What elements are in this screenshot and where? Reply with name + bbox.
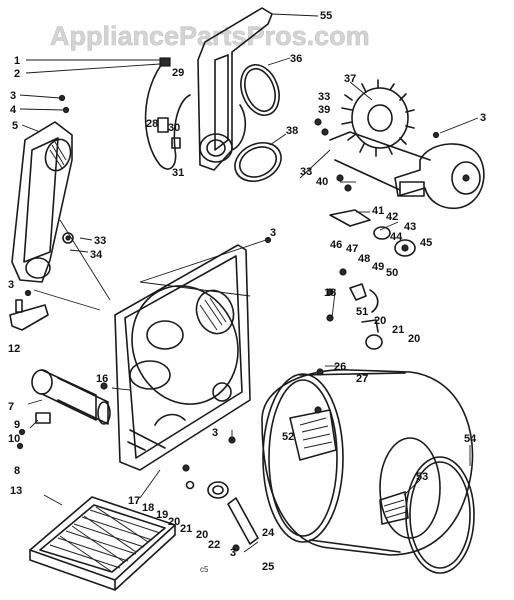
callout-42: 42 [386, 211, 398, 223]
callout-3-e: 3 [212, 427, 218, 439]
callout-28: 28 [146, 118, 158, 130]
callout-47: 47 [346, 243, 358, 255]
callout-19: 19 [156, 509, 168, 521]
thermostat-9 [16, 412, 51, 450]
callout-18-b: 18 [142, 502, 154, 514]
callout-33-b: 33 [300, 166, 312, 178]
bracket-12 [9, 299, 49, 331]
callout-3-f: 3 [230, 547, 236, 559]
duct-seal-ring-38 [234, 141, 282, 183]
lint-filter-housing [11, 121, 73, 283]
drum-support-rollers [182, 436, 259, 545]
callout-31: 31 [172, 167, 184, 179]
callout-40: 40 [316, 176, 328, 188]
callout-21: 21 [392, 324, 404, 336]
drive-motor [394, 143, 485, 210]
callout-3-d: 3 [8, 279, 14, 291]
blower-seal-ring [240, 64, 280, 116]
rear-bulkhead [114, 244, 251, 471]
leader-lines [19, 13, 479, 553]
callout-9: 9 [14, 419, 20, 431]
callout-27: 27 [356, 373, 368, 385]
callout-38: 38 [286, 125, 298, 137]
callout-46: 46 [330, 239, 342, 251]
callout-54: 54 [464, 433, 477, 445]
toe-panel-grille [29, 496, 176, 591]
callout-45: 45 [420, 237, 432, 249]
power-cord-wire [144, 57, 191, 170]
callout-26: 26 [334, 361, 346, 373]
callout-49: 49 [372, 261, 384, 273]
callout-labels: 1 2 3 4 5 55 36 29 28 30 31 37 33 39 38 … [8, 10, 486, 574]
callout-33-c: 33 [94, 235, 106, 247]
callout-8: 8 [14, 465, 20, 477]
callout-21-b: 21 [180, 523, 192, 535]
blower-wheel [341, 79, 415, 157]
callout-30: 30 [168, 122, 180, 134]
callout-5: 5 [12, 120, 18, 132]
callout-16: 16 [96, 373, 108, 385]
callout-3-motor: 3 [480, 112, 486, 124]
callout-39: 39 [318, 104, 330, 116]
callout-13: 13 [10, 485, 22, 497]
callout-1: 1 [14, 55, 20, 67]
callout-18: 18 [324, 287, 336, 299]
callout-36: 36 [290, 53, 302, 65]
callout-34: 34 [90, 249, 103, 261]
callout-2: 2 [14, 68, 20, 80]
callout-41: 41 [372, 205, 384, 217]
small-fasteners-right [314, 118, 440, 350]
heater-element [31, 369, 111, 425]
callout-29: 29 [172, 67, 184, 79]
footer-mark: c5 [200, 565, 209, 574]
callout-20-d: 20 [196, 529, 208, 541]
callout-20: 20 [374, 315, 386, 327]
callout-44: 44 [390, 231, 403, 243]
callout-53: 53 [416, 471, 428, 483]
callout-51: 51 [356, 306, 368, 318]
callout-37: 37 [344, 73, 356, 85]
callout-43: 43 [404, 221, 416, 233]
left-screws [24, 94, 272, 552]
callout-24: 24 [262, 527, 275, 539]
callout-17: 17 [128, 495, 140, 507]
callout-22: 22 [208, 539, 220, 551]
callout-12: 12 [8, 343, 20, 355]
drum-rear-bearing-26 [314, 368, 324, 414]
callout-3: 3 [10, 90, 16, 102]
callout-52: 52 [282, 431, 294, 443]
motor-mount-bracket [329, 131, 431, 191]
callout-10: 10 [8, 433, 20, 445]
callout-33: 33 [318, 91, 330, 103]
dryer-drum [261, 369, 474, 556]
callout-4: 4 [10, 104, 17, 116]
callout-7: 7 [8, 401, 14, 413]
callout-3-c: 3 [270, 227, 276, 239]
callout-25: 25 [262, 561, 274, 573]
watermark-text: AppliancePartsPros.com [50, 21, 370, 51]
callout-50: 50 [386, 267, 398, 279]
callout-55: 55 [320, 10, 332, 22]
drum-front-seal-54 [405, 456, 475, 574]
callout-20-c: 20 [168, 516, 180, 528]
blower-duct-assembly [197, 7, 273, 171]
callout-20-b: 20 [408, 333, 420, 345]
callout-48: 48 [358, 253, 370, 265]
idler-pulley-assembly [329, 209, 416, 257]
